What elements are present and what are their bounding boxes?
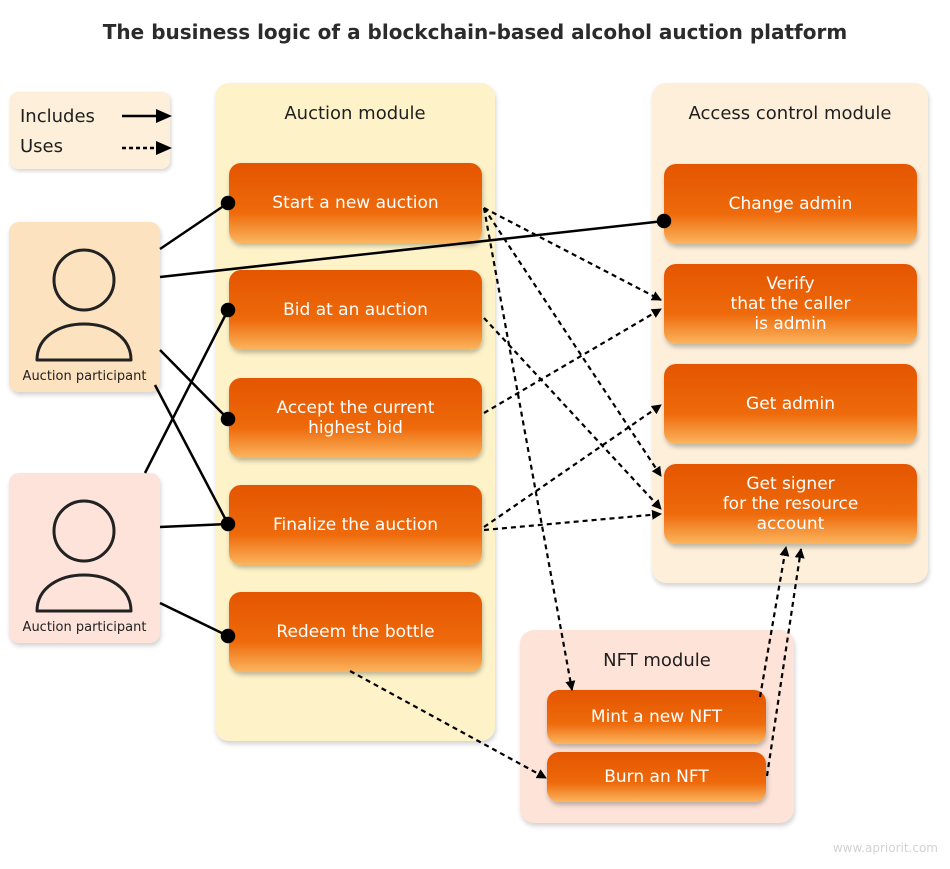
actor-2-label: Auction participant — [22, 620, 147, 635]
legend-uses-label: Uses — [20, 136, 64, 157]
dashed-arrow-icon — [122, 141, 172, 155]
person-icon — [35, 248, 133, 362]
use-case-verify-caller-admin: Verify that the caller is admin — [664, 264, 917, 344]
actor-2: Auction participant — [9, 473, 160, 643]
use-case-change-admin: Change admin — [664, 164, 917, 244]
solid-arrow-icon — [122, 109, 172, 123]
use-case-mint-nft: Mint a new NFT — [547, 690, 766, 744]
auction-module-title: Auction module — [284, 103, 426, 124]
use-case-accept-highest-bid: Accept the current highest bid — [229, 378, 482, 458]
use-case-burn-nft: Burn an NFT — [547, 752, 766, 802]
watermark: www.apriorit.com — [832, 841, 938, 855]
access-control-module-title: Access control module — [688, 103, 892, 124]
use-case-finalize-auction: Finalize the auction — [229, 485, 482, 565]
actor-1-label: Auction participant — [22, 369, 147, 384]
use-case-get-signer: Get signer for the resource account — [664, 464, 917, 544]
nft-module-title: NFT module — [603, 650, 711, 671]
use-case-bid-at-auction: Bid at an auction — [229, 270, 482, 350]
legend: Includes Uses — [10, 92, 172, 169]
use-case-start-new-auction: Start a new auction — [229, 163, 482, 243]
diagram-title: The business logic of a blockchain-based… — [102, 20, 848, 44]
use-case-redeem-bottle: Redeem the bottle — [229, 592, 482, 672]
person-icon — [35, 499, 133, 613]
use-case-get-admin: Get admin — [664, 364, 917, 444]
legend-includes-label: Includes — [20, 106, 95, 127]
actor-1: Auction participant — [9, 222, 160, 392]
